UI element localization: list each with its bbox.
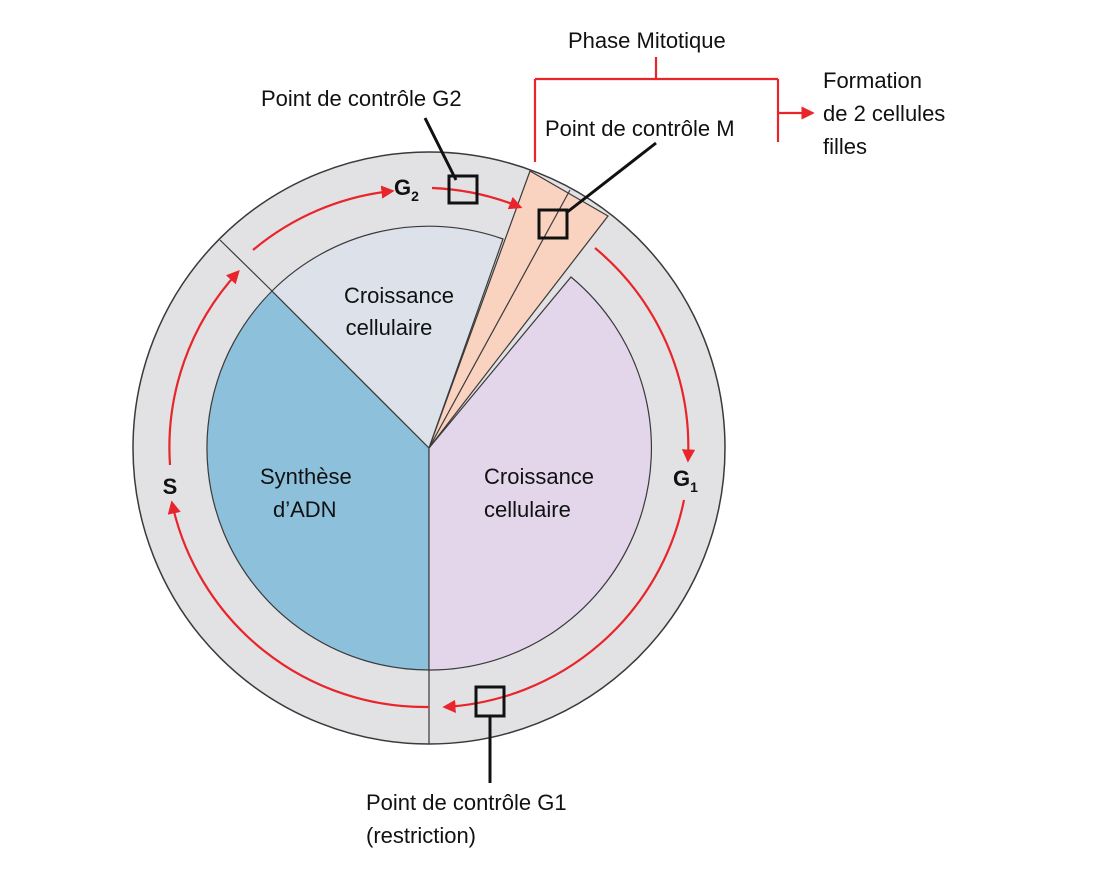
ring-divider-top-left bbox=[219, 239, 273, 292]
cycle-arrow-s bbox=[168, 270, 240, 466]
mitotic-phase-bracket bbox=[533, 57, 780, 162]
checkpoint-m-box bbox=[537, 208, 569, 240]
checkpoint-m-leader bbox=[565, 141, 657, 215]
sector-synthesis-line2: d’ADN bbox=[273, 497, 337, 522]
phase-g2-label: G2 bbox=[394, 175, 419, 204]
cycle-arrow-g1-bottom bbox=[442, 499, 686, 713]
checkpoint-g1-label-line1: Point de contrôle G1 bbox=[366, 790, 567, 815]
outcome-label-line2: de 2 cellules bbox=[823, 101, 945, 126]
mitotic-phase-label: Phase Mitotique bbox=[568, 28, 726, 53]
outcome-label-line3: filles bbox=[823, 134, 867, 159]
sector-growth-right-line1: Croissance bbox=[484, 464, 594, 489]
checkpoint-g2-box bbox=[447, 174, 479, 205]
sector-synthesis bbox=[206, 290, 430, 671]
cycle-arrow-s-bottom bbox=[167, 500, 430, 709]
sector-synthesis-line1: Synthèse bbox=[260, 464, 352, 489]
mitosis-divider bbox=[428, 189, 571, 449]
cycle-arrow-g1 bbox=[594, 247, 696, 463]
cycle-arrow-g2-left bbox=[252, 185, 395, 251]
checkpoint-g2-label: Point de contrôle G2 bbox=[261, 86, 462, 111]
sector-growth-top-line1: Croissance bbox=[344, 283, 454, 308]
sector-growth-right-line2: cellulaire bbox=[484, 497, 571, 522]
checkpoint-m-label: Point de contrôle M bbox=[545, 116, 735, 141]
outcome-label-line1: Formation bbox=[823, 68, 922, 93]
sector-growth-top-line2: cellulaire bbox=[346, 315, 433, 340]
sector-growth-g1 bbox=[428, 276, 653, 671]
phase-g1-label: G1 bbox=[673, 466, 698, 495]
checkpoint-g2-leader bbox=[423, 117, 458, 181]
phase-s-label: S bbox=[163, 474, 178, 499]
sector-mitosis bbox=[428, 170, 609, 449]
sector-growth-g2 bbox=[271, 225, 504, 450]
checkpoint-g1-label-line2: (restriction) bbox=[366, 823, 476, 848]
